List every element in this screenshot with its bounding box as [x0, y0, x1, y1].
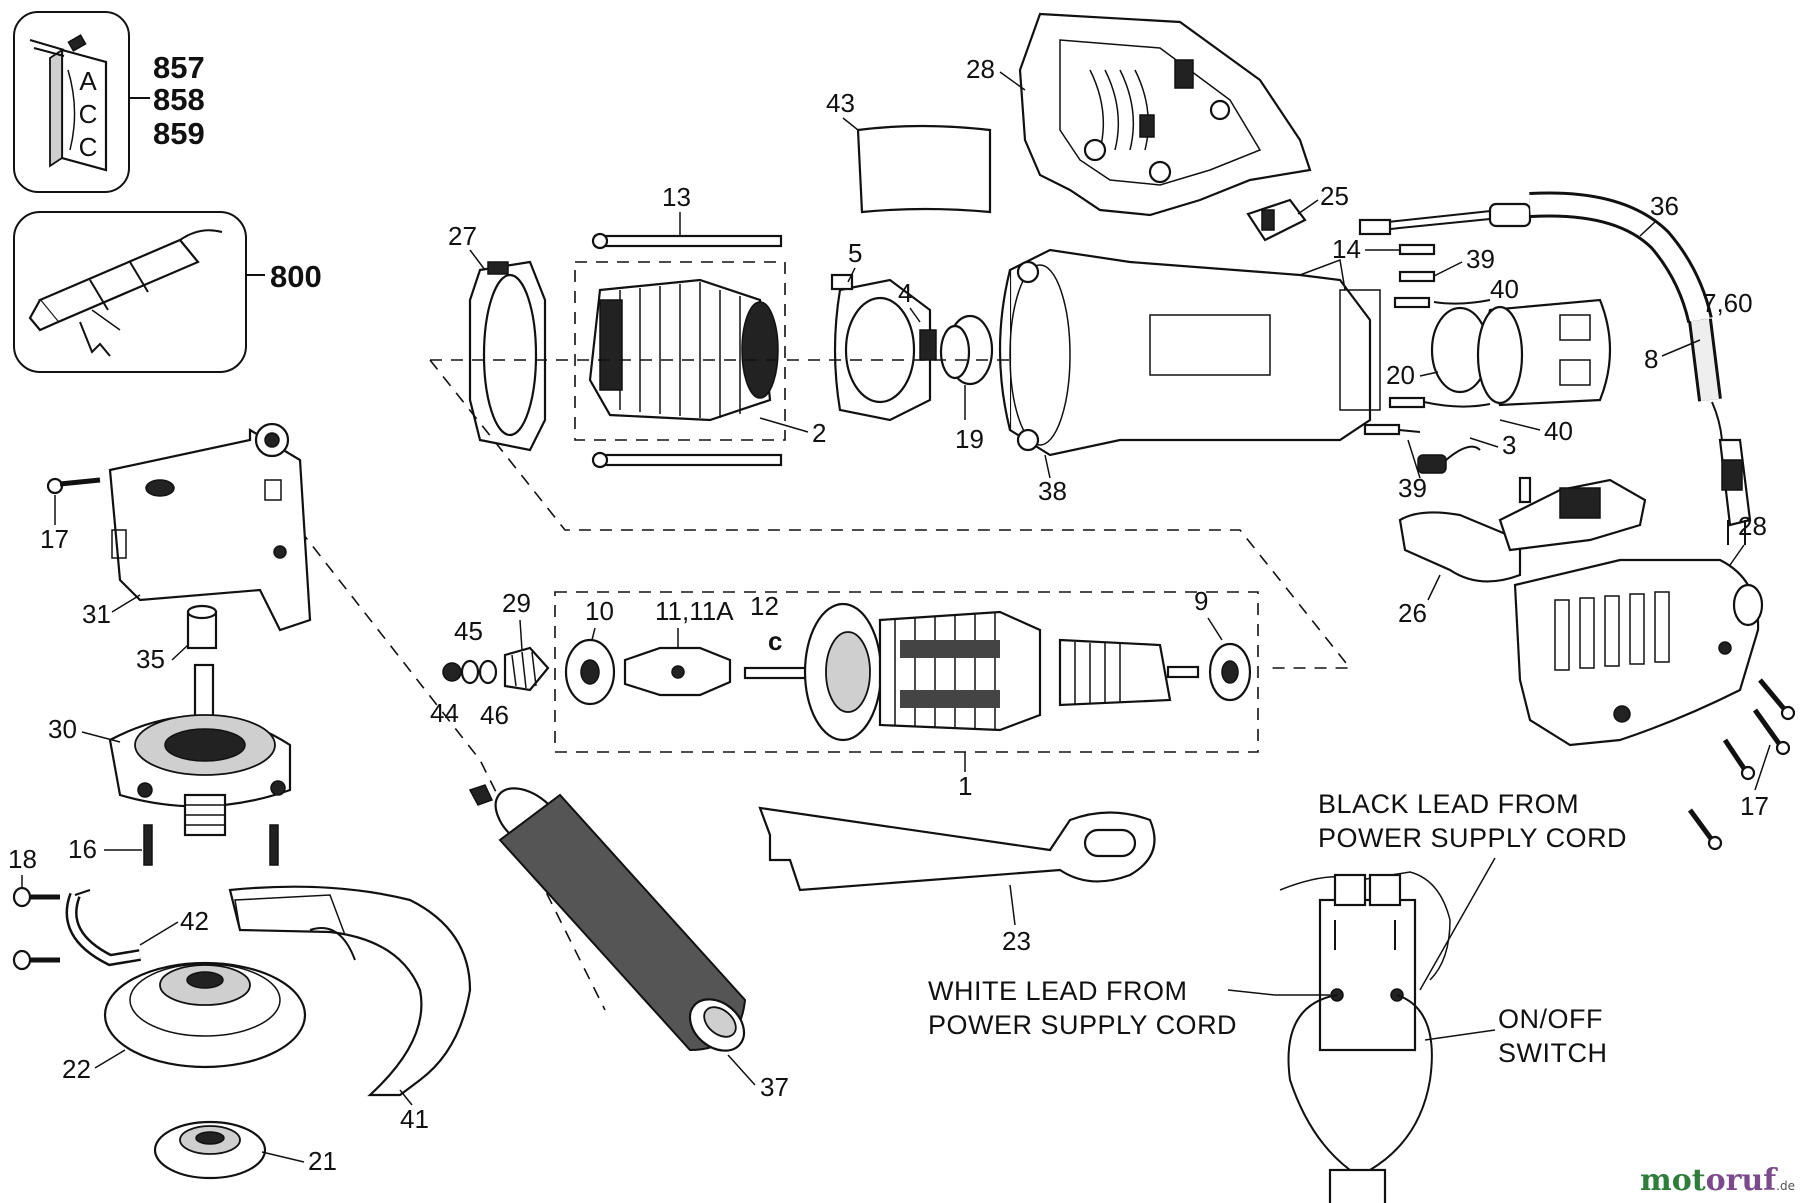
note-switch: SWITCH [1498, 1038, 1607, 1068]
spanner-wrench [758, 806, 1156, 892]
clamp-nut [153, 1120, 267, 1180]
flange-outer [103, 961, 307, 1069]
part-label: 13 [662, 182, 691, 212]
side-handle [468, 784, 747, 1052]
armature-row-parts: c [442, 602, 1252, 742]
lead-wires [1363, 243, 1491, 436]
part-label: 44 [430, 698, 459, 728]
part-label: 858 [153, 82, 205, 117]
part-label: 27 [448, 221, 477, 251]
part-label: 36 [1650, 191, 1679, 221]
power-cord [1358, 191, 1752, 545]
note-white-lead: POWER SUPPLY CORD [928, 1010, 1237, 1040]
part-label: 800 [270, 259, 322, 294]
part-label: 7,60 [1702, 288, 1753, 318]
wheel-guard [228, 885, 472, 1097]
wiring-diagram [1279, 871, 1451, 1203]
part-label: 23 [1002, 926, 1031, 956]
part-label: 22 [62, 1054, 91, 1084]
field-coil [588, 278, 779, 422]
part-label: 26 [1398, 598, 1427, 628]
part-label: 42 [180, 906, 209, 936]
part-label: 859 [153, 116, 205, 151]
acc-letter: C [79, 99, 98, 129]
accessory-tool-box: 800 [13, 211, 322, 373]
part-label: 29 [502, 588, 531, 618]
housing-half-upper [1018, 12, 1312, 217]
switch-part [1246, 198, 1307, 242]
part-label: 2 [812, 418, 826, 448]
screw [143, 824, 279, 866]
clip-glyph: c [768, 626, 782, 656]
part-label: 18 [8, 844, 37, 874]
part-label: 39 [1398, 473, 1427, 503]
part-label: 38 [1038, 476, 1067, 506]
part-label: 17 [1740, 791, 1769, 821]
brush-ring-and-cap [1430, 298, 1612, 407]
accessory-brushes-box: A C C 857 858 859 [13, 11, 205, 193]
part-label: 857 [153, 50, 205, 85]
part-label: 40 [1544, 416, 1573, 446]
bearing-cup [939, 314, 994, 386]
note-black-lead: BLACK LEAD FROM [1318, 789, 1579, 819]
part-label: 8 [1644, 344, 1658, 374]
part-label: 28 [966, 54, 995, 84]
nameplate [856, 124, 992, 214]
part-label: 11,11A [655, 596, 734, 626]
acc-letter: A [79, 66, 97, 96]
spindle-assembly [108, 663, 292, 837]
acc-letter: C [79, 132, 98, 162]
part-label: 46 [480, 700, 509, 730]
part-label: 30 [48, 714, 77, 744]
part-label: 37 [760, 1072, 789, 1102]
part-label: 43 [826, 88, 855, 118]
gear-case [108, 422, 312, 632]
part-label: 35 [136, 644, 165, 674]
part-label: 16 [68, 834, 97, 864]
part-label: 21 [308, 1146, 337, 1176]
part-label: 1 [958, 771, 972, 801]
part-label: 4 [898, 278, 912, 308]
part-label: 10 [585, 596, 614, 626]
field-screws [574, 232, 786, 469]
end-plate-ring [468, 260, 547, 452]
armature-group-box [554, 591, 1259, 753]
note-white-lead: WHITE LEAD FROM [928, 976, 1188, 1006]
note-switch: ON/OFF [1498, 1004, 1603, 1034]
part-label: 28 [1738, 511, 1767, 541]
brush-holder [830, 273, 937, 422]
exploded-axis-lines [299, 359, 1352, 1011]
part-label: 31 [82, 599, 111, 629]
housing-half-lower [1513, 558, 1764, 747]
part-label: 20 [1386, 360, 1415, 390]
part-label: 41 [400, 1104, 429, 1134]
screw [46, 477, 101, 495]
trigger-switch [1398, 476, 1647, 583]
motor-housing [998, 248, 1381, 457]
part-label: 12 [750, 591, 779, 621]
clamp [12, 886, 141, 971]
part-label: 45 [454, 616, 483, 646]
part-label: 25 [1320, 181, 1349, 211]
part-label: 40 [1490, 274, 1519, 304]
note-black-lead: POWER SUPPLY CORD [1318, 823, 1627, 853]
part-label: 5 [848, 238, 862, 268]
part-label: 14 [1332, 234, 1361, 264]
watermark: motoruf.de [1640, 1163, 1795, 1198]
part-label: 39 [1466, 244, 1495, 274]
bushing [186, 604, 218, 650]
part-label: 19 [955, 424, 984, 454]
screw [1687, 678, 1796, 851]
part-label: 3 [1502, 430, 1516, 460]
part-label: 17 [40, 524, 69, 554]
part-label: 9 [1194, 586, 1208, 616]
